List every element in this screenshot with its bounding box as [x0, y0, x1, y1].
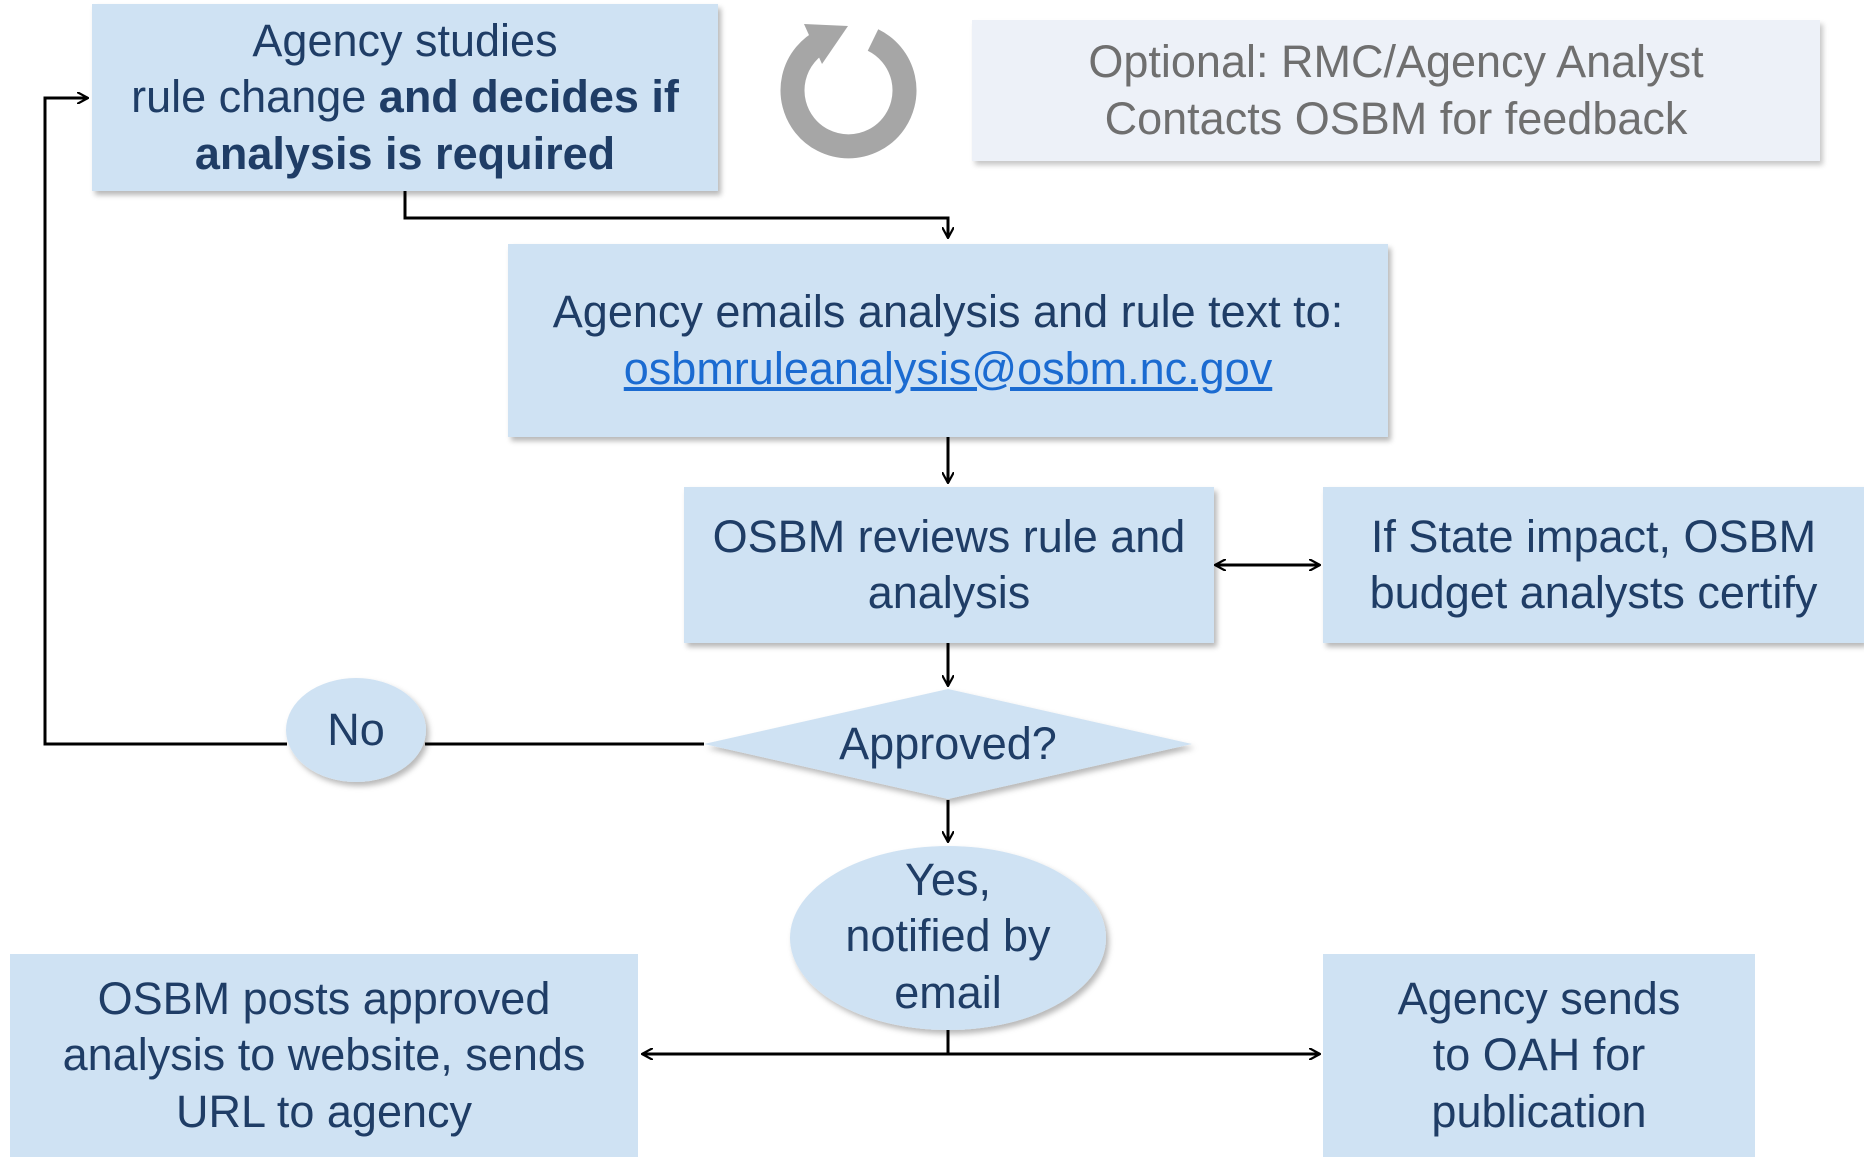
agency-sends-line2: to OAH for — [1432, 1029, 1646, 1081]
agency-studies-line2-bold: and decides if — [378, 71, 679, 123]
agency-studies-line2-normal: rule change — [131, 71, 379, 123]
agency-studies-box: Agency studies rule change and decides i… — [92, 4, 718, 191]
agency-sends-line3: publication — [1431, 1085, 1647, 1137]
osbm-reviews-line2: analysis — [867, 567, 1031, 618]
optional-contact-box: Optional: RMC/Agency Analyst Contacts OS… — [972, 20, 1820, 161]
yes-ellipse — [790, 846, 1106, 1030]
approved-decision-diamond — [704, 689, 1192, 799]
connectors — [43, 98, 1320, 1054]
osbm-posts-line3: URL to agency — [176, 1085, 472, 1137]
osbm-posts-box: OSBM posts approved analysis to website,… — [10, 954, 638, 1157]
approved-label: Approved? — [839, 718, 1057, 769]
agency-emails-line1: Agency emails analysis and rule text to: — [552, 286, 1344, 338]
no-ellipse — [286, 678, 426, 782]
osbm-posts-line1: OSBM posts approved — [97, 973, 551, 1025]
yes-line2: notified by — [845, 910, 1051, 962]
osbm-posts-line2: analysis to website, sends — [62, 1029, 586, 1081]
yes-label: Yes, notified by email — [800, 852, 1096, 1021]
yes-line3: email — [894, 966, 1002, 1018]
connector-no-loop-back — [43, 98, 287, 746]
state-impact-box: If State impact, OSBM budget analysts ce… — [1323, 487, 1864, 643]
agency-studies-line1: Agency studies — [252, 15, 558, 67]
state-impact-line2: budget analysts certify — [1369, 567, 1818, 618]
no-label: No — [327, 704, 385, 755]
agency-studies-line3: analysis is required — [194, 127, 616, 179]
osbm-reviews-box: OSBM reviews rule and analysis — [684, 487, 1214, 643]
osbm-reviews-line1: OSBM reviews rule and — [712, 510, 1186, 562]
optional-contact-line1: Optional: RMC/Agency Analyst — [1088, 36, 1704, 88]
refresh-cycle-icon — [780, 24, 917, 159]
connector-studies-to-emails — [403, 191, 948, 238]
yes-line1: Yes, — [905, 854, 991, 905]
agency-emails-box: Agency emails analysis and rule text to:… — [508, 244, 1388, 437]
state-impact-line1: If State impact, OSBM — [1370, 510, 1817, 562]
optional-contact-line2: Contacts OSBM for feedback — [1104, 92, 1688, 144]
osbm-email-link[interactable]: osbmruleanalysis@osbm.nc.gov — [623, 342, 1273, 394]
agency-sends-box: Agency sends to OAH for publication — [1323, 954, 1755, 1157]
agency-sends-line1: Agency sends — [1397, 973, 1681, 1025]
